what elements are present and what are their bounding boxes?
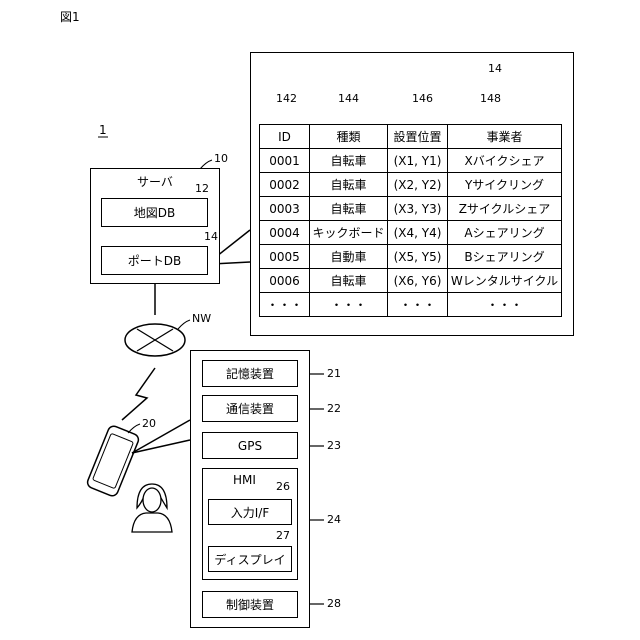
map-db-box: 地図DB bbox=[101, 198, 208, 227]
port-db-table: ID 種類 設置位置 事業者 0001 自転車 (X1, Y1) Xバイクシェア… bbox=[259, 124, 562, 317]
storage-device-label: 記憶装置 bbox=[226, 365, 274, 382]
system-ref: 1 bbox=[99, 123, 107, 137]
cell-operator: Xバイクシェア bbox=[448, 149, 562, 173]
gps-label: GPS bbox=[238, 439, 262, 453]
display-box: ディスプレイ bbox=[208, 546, 292, 572]
storage-device-box: 記憶装置 bbox=[202, 360, 298, 387]
cell-operator: Yサイクリング bbox=[448, 173, 562, 197]
cell-type: 自転車 bbox=[310, 197, 388, 221]
header-type: 種類 bbox=[310, 125, 388, 149]
cell-id: 0003 bbox=[260, 197, 310, 221]
table-row: 0006 自転車 (X6, Y6) Wレンタルサイクル bbox=[260, 269, 562, 293]
input-if-label: 入力I/F bbox=[231, 504, 270, 521]
control-device-ref: 28 bbox=[327, 597, 341, 610]
cell-id: 0006 bbox=[260, 269, 310, 293]
input-if-box: 入力I/F bbox=[208, 499, 292, 525]
cell-type: キックボード bbox=[310, 221, 388, 245]
cell-type: 自転車 bbox=[310, 173, 388, 197]
cell-type: 自動車 bbox=[310, 245, 388, 269]
cell-id: 0005 bbox=[260, 245, 310, 269]
comm-device-box: 通信装置 bbox=[202, 395, 298, 422]
user-person-icon bbox=[132, 484, 172, 532]
map-db-label: 地図DB bbox=[134, 204, 175, 221]
phone-ref: 20 bbox=[142, 417, 156, 430]
table-row: 0001 自転車 (X1, Y1) Xバイクシェア bbox=[260, 149, 562, 173]
wireless-link-icon bbox=[122, 368, 155, 420]
comm-device-label: 通信装置 bbox=[226, 400, 274, 417]
cell-location: (X5, Y5) bbox=[388, 245, 448, 269]
cell-operator: Aシェアリング bbox=[448, 221, 562, 245]
cell-location: (X1, Y1) bbox=[388, 149, 448, 173]
gps-ref: 23 bbox=[327, 439, 341, 452]
cell-location: ・・・ bbox=[388, 293, 448, 317]
cell-operator: ・・・ bbox=[448, 293, 562, 317]
port-db-box: ポートDB bbox=[101, 246, 208, 275]
display-ref: 27 bbox=[276, 529, 290, 542]
cell-type: ・・・ bbox=[310, 293, 388, 317]
cell-type: 自転車 bbox=[310, 269, 388, 293]
cell-location: (X4, Y4) bbox=[388, 221, 448, 245]
control-device-label: 制御装置 bbox=[226, 596, 274, 613]
cell-id: 0001 bbox=[260, 149, 310, 173]
smartphone-icon bbox=[86, 424, 140, 497]
network-label: NW bbox=[192, 312, 211, 325]
table-header-row: ID 種類 設置位置 事業者 bbox=[260, 125, 562, 149]
control-device-box: 制御装置 bbox=[202, 591, 298, 618]
cell-id: ・・・ bbox=[260, 293, 310, 317]
cell-operator: Zサイクルシェア bbox=[448, 197, 562, 221]
gps-box: GPS bbox=[202, 432, 298, 459]
column-ref-type: 144 bbox=[338, 92, 359, 105]
server-ref: 10 bbox=[214, 152, 228, 165]
table-ref: 14 bbox=[488, 62, 502, 75]
cell-type: 自転車 bbox=[310, 149, 388, 173]
header-id: ID bbox=[260, 125, 310, 149]
table-row: 0002 自転車 (X2, Y2) Yサイクリング bbox=[260, 173, 562, 197]
storage-device-ref: 21 bbox=[327, 367, 341, 380]
table-row: 0005 自動車 (X5, Y5) Bシェアリング bbox=[260, 245, 562, 269]
cell-location: (X6, Y6) bbox=[388, 269, 448, 293]
comm-device-ref: 22 bbox=[327, 402, 341, 415]
header-location: 設置位置 bbox=[388, 125, 448, 149]
cell-location: (X2, Y2) bbox=[388, 173, 448, 197]
table-row: ・・・ ・・・ ・・・ ・・・ bbox=[260, 293, 562, 317]
map-db-ref: 12 bbox=[195, 182, 209, 195]
table-row: 0004 キックボード (X4, Y4) Aシェアリング bbox=[260, 221, 562, 245]
table-row: 0003 自転車 (X3, Y3) Zサイクルシェア bbox=[260, 197, 562, 221]
column-ref-id: 142 bbox=[276, 92, 297, 105]
port-db-label: ポートDB bbox=[128, 252, 181, 269]
figure-label: 図1 bbox=[60, 8, 80, 25]
header-operator: 事業者 bbox=[448, 125, 562, 149]
hmi-ref: 24 bbox=[327, 513, 341, 526]
cell-operator: Wレンタルサイクル bbox=[448, 269, 562, 293]
column-ref-location: 146 bbox=[412, 92, 433, 105]
cell-operator: Bシェアリング bbox=[448, 245, 562, 269]
cell-id: 0002 bbox=[260, 173, 310, 197]
cell-id: 0004 bbox=[260, 221, 310, 245]
column-ref-operator: 148 bbox=[480, 92, 501, 105]
cell-location: (X3, Y3) bbox=[388, 197, 448, 221]
port-db-ref: 14 bbox=[204, 230, 218, 243]
display-label: ディスプレイ bbox=[214, 551, 285, 568]
input-if-ref: 26 bbox=[276, 480, 290, 493]
network-router-icon bbox=[125, 324, 185, 356]
